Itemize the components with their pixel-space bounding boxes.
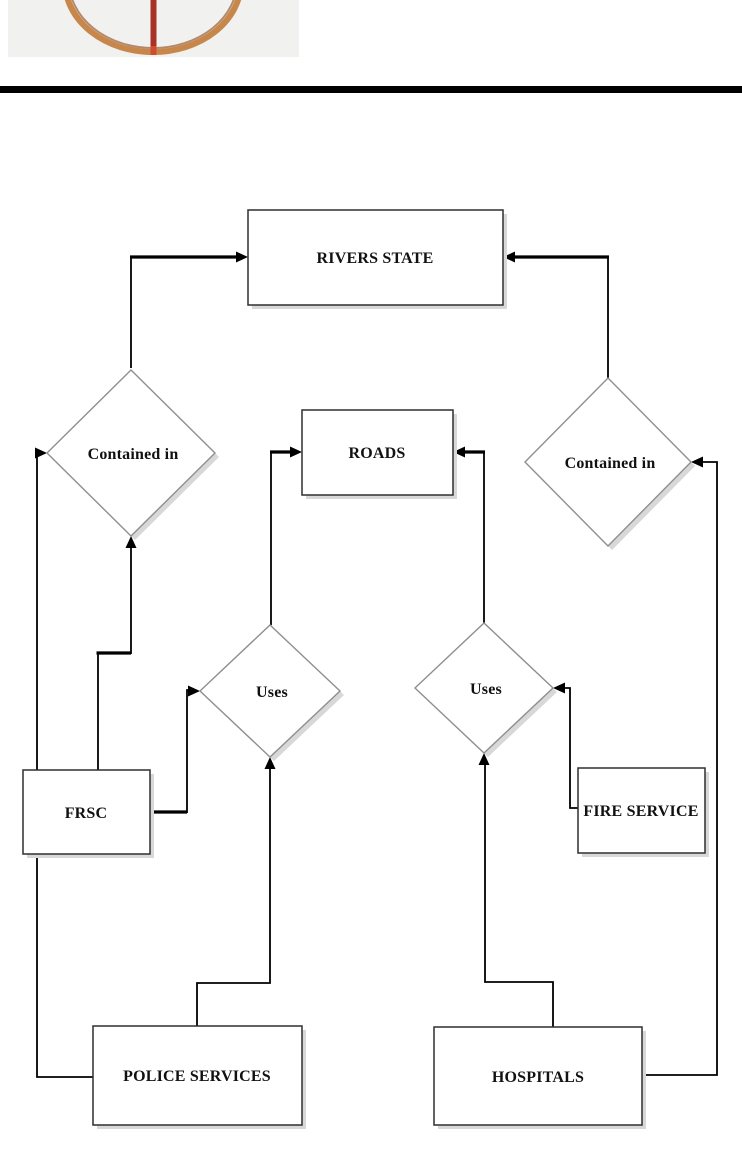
connector-line	[36, 452, 93, 1078]
entity-label: POLICE SERVICES	[123, 1068, 271, 1085]
relationship-contained-in-left: Contained in	[46, 369, 219, 540]
arrowhead-left-icon	[691, 456, 703, 468]
connector-uses-right-to-roads	[453, 446, 485, 623]
contained-in-left-diamond	[46, 369, 216, 537]
entity-label: FIRE SERVICE	[583, 803, 698, 820]
connector-hospitals-to-contained-in-right	[642, 456, 718, 1076]
connector-fire-service-to-uses-right	[553, 682, 578, 809]
relationship-label: Uses	[256, 684, 288, 701]
entity-hospitals: HOSPITALS	[433, 1026, 646, 1129]
connector-frsc-to-uses-left	[150, 685, 200, 814]
header-rule	[0, 86, 742, 93]
connector-frsc-to-contained-in-left	[96, 536, 137, 770]
entity-roads: ROADS	[301, 409, 457, 499]
relationship-label: Contained in	[565, 455, 656, 472]
logo-image	[8, 0, 299, 57]
uses-left-diamond	[198, 624, 342, 758]
connector-police-services-to-contained-in-left	[35, 447, 93, 1078]
connector-line	[186, 689, 190, 813]
arrowhead-up-icon	[264, 757, 276, 769]
arrowhead-right-icon	[35, 447, 47, 459]
hospitals-box	[433, 1026, 643, 1126]
relationship-label: Contained in	[88, 446, 179, 463]
arrowhead-right-icon	[290, 446, 302, 458]
arrowhead-left-icon	[503, 251, 515, 263]
arrowhead-up-icon	[478, 753, 490, 765]
arrowhead-up-icon	[125, 536, 137, 548]
entity-label: FRSC	[65, 805, 108, 822]
relationship-label: Uses	[470, 681, 502, 698]
frsc-box	[22, 769, 151, 855]
entity-label: HOSPITALS	[492, 1069, 584, 1086]
connector-contained-in-left-to-rivers-state	[130, 251, 248, 368]
entity-rivers-state: RIVERS STATE	[247, 209, 507, 309]
connector-line	[196, 765, 271, 1026]
curve-logo-fragment-icon	[8, 0, 299, 57]
rivers-state-box	[247, 209, 504, 306]
connector-line	[563, 687, 578, 809]
entity-label: ROADS	[348, 445, 405, 462]
connector-police-services-to-uses-left	[196, 757, 276, 1026]
roads-box	[301, 409, 454, 496]
fire-service-box	[577, 767, 706, 854]
entity-police-services: POLICE SERVICES	[92, 1025, 306, 1129]
entity-fire-service: FIRE SERVICE	[577, 767, 709, 857]
connector-line	[642, 461, 718, 1076]
relationship-uses-right: Uses	[413, 622, 557, 757]
arrowhead-right-icon	[236, 251, 248, 263]
relationship-contained-in-right: Contained in	[524, 377, 695, 550]
relationship-uses-left: Uses	[198, 624, 344, 761]
connector-contained-in-right-to-rivers-state	[503, 251, 609, 378]
police-services-box	[92, 1025, 303, 1126]
connector-line	[484, 761, 554, 1027]
connector-hospitals-to-uses-right	[478, 753, 554, 1027]
arrowhead-left-icon	[453, 446, 465, 458]
uses-right-diamond	[413, 622, 555, 754]
connector-uses-left-to-roads	[270, 446, 302, 625]
entity-label: RIVERS STATE	[317, 250, 434, 267]
entity-frsc: FRSC	[22, 769, 154, 858]
arrowhead-left-icon	[553, 682, 565, 694]
arrowhead-right-icon	[188, 685, 200, 697]
contained-in-right-diamond	[524, 377, 692, 547]
